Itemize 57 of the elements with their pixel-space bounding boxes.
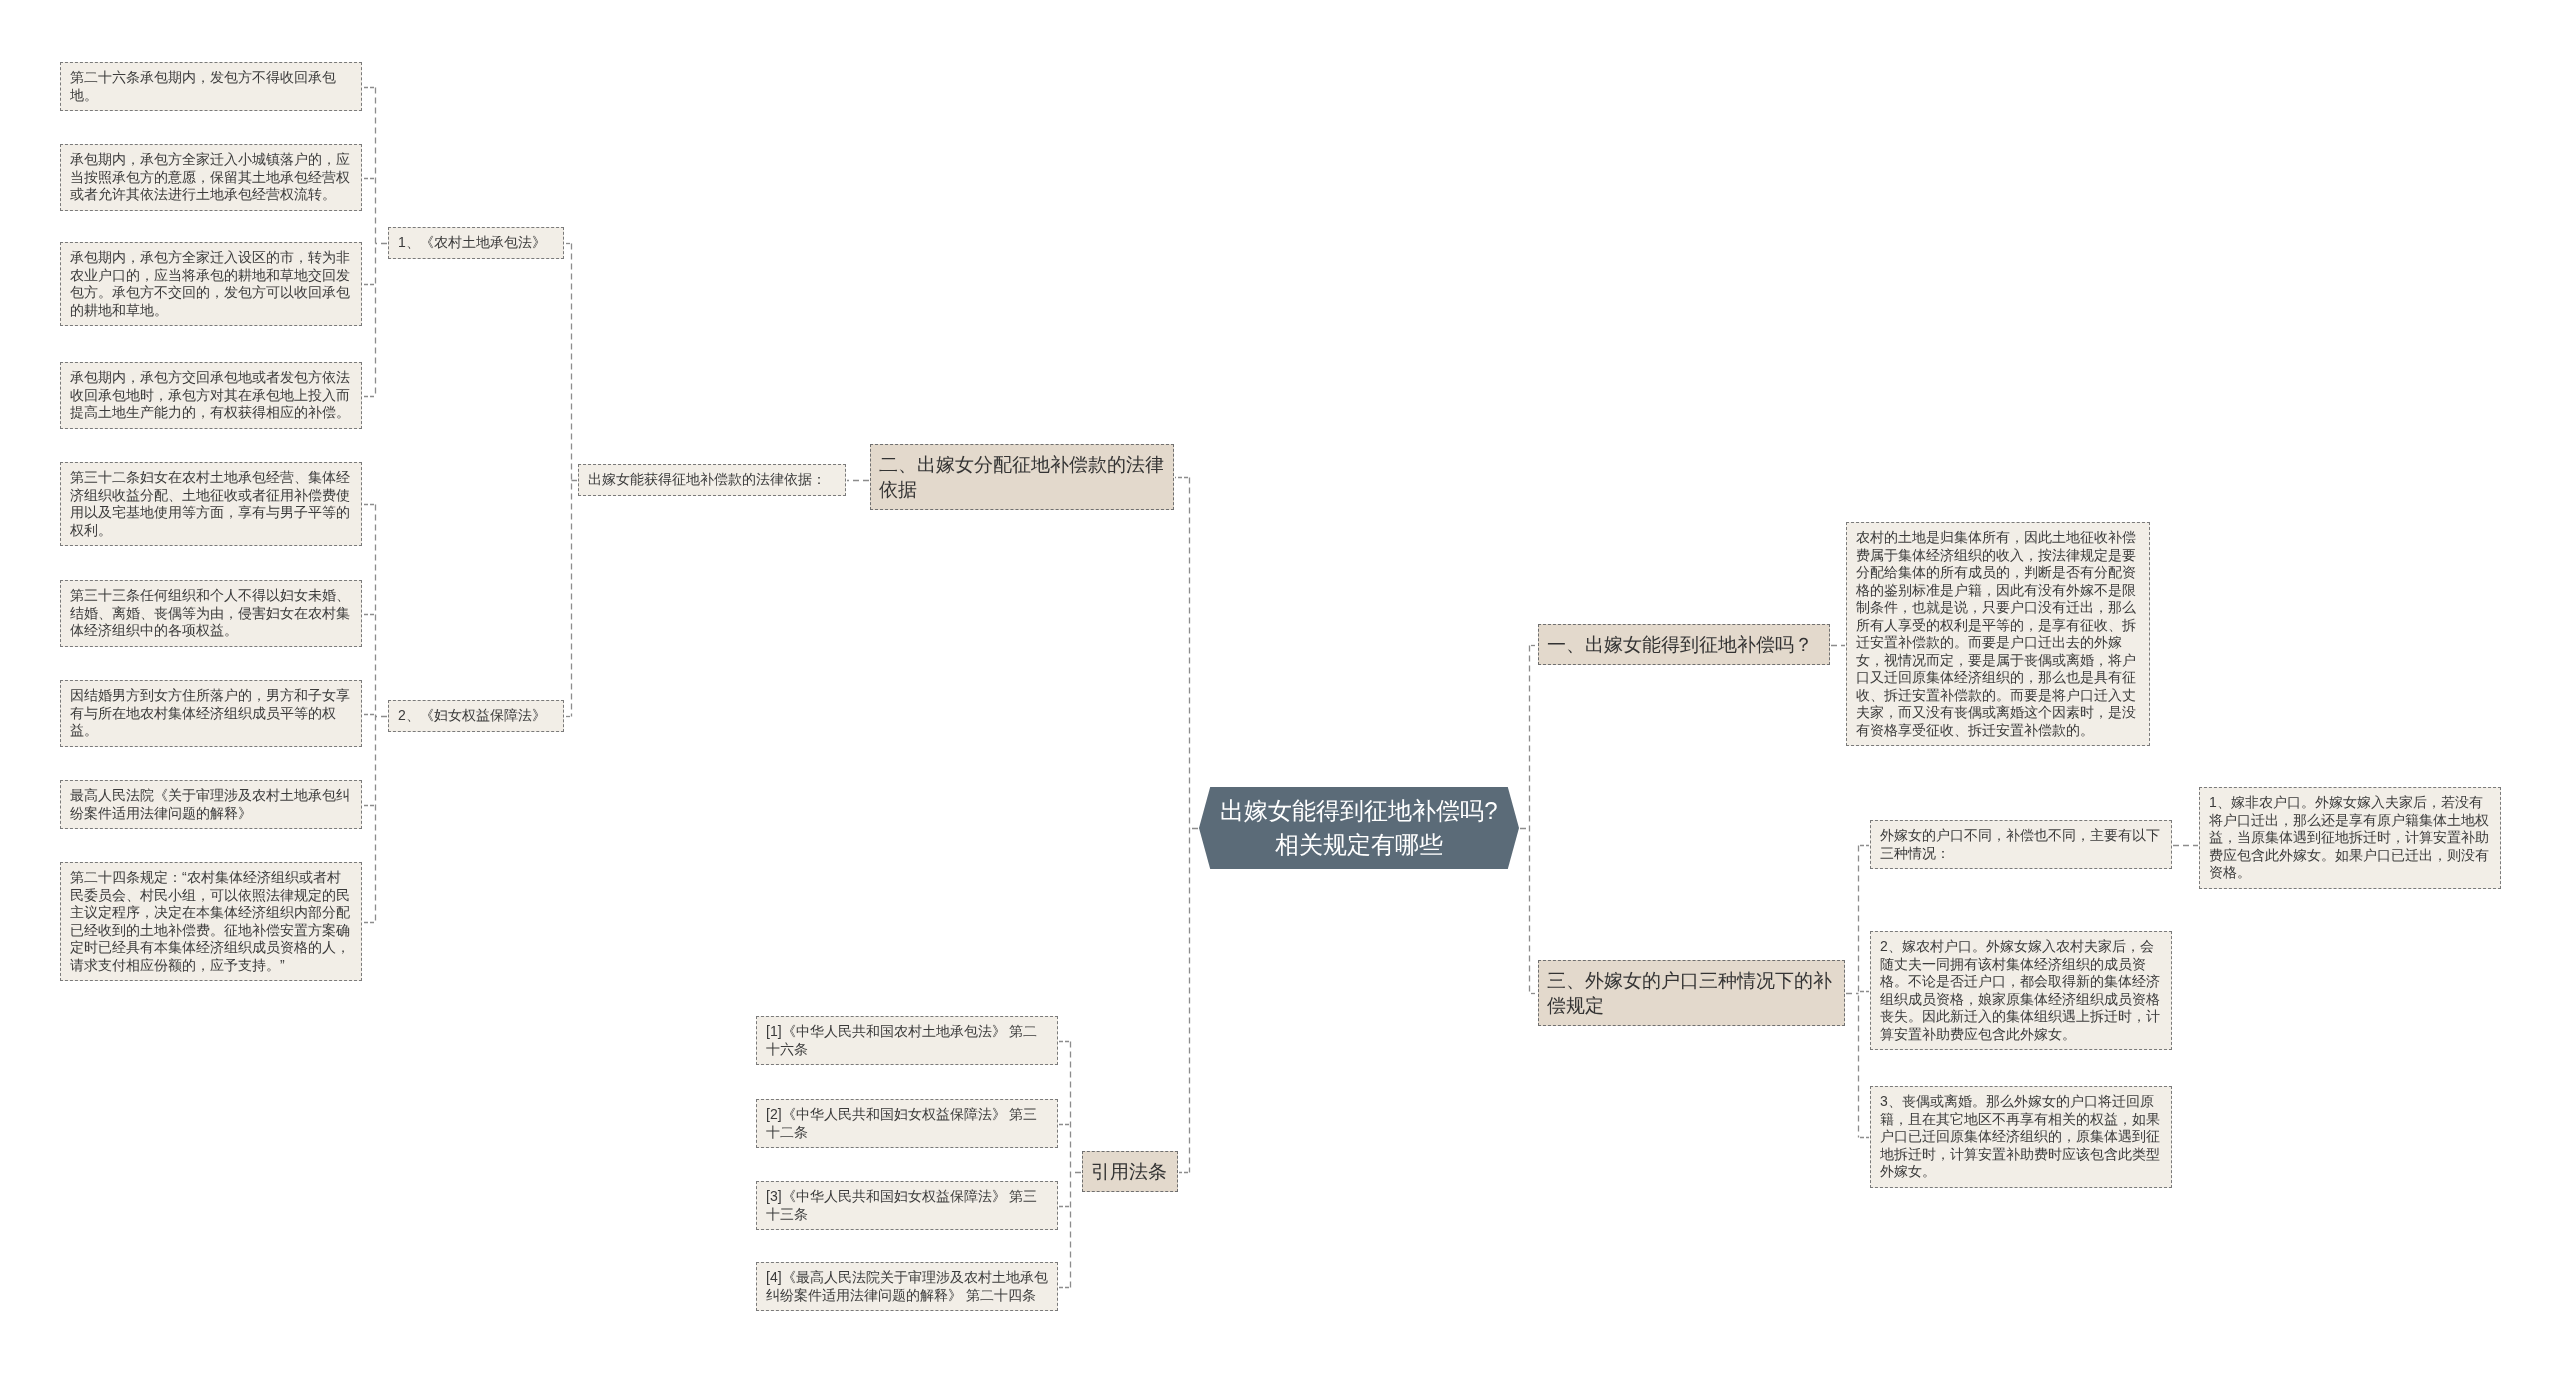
detail-note: 承包期内，承包方全家迁入小城镇落户的，应当按照承包方的意愿，保留其土地承包经营权或者允许其依法进行土地承包经营权流转。 [60,144,362,211]
branch-topic: 引用法条 [1082,1151,1178,1192]
detail-note: 承包期内，承包方交回承包地或者发包方依法收回承包地时，承包方对其在承包地上投入而提高土地生产能力的，有权获得相应的补偿。 [60,362,362,429]
detail-note: 1、嫁非农户口。外嫁女嫁入夫家后，若没有将户口迁出，那么还是享有原户籍集体土地权益，当原集体遇到征地拆迁时，计算安置补助费应包含此外嫁女。如果户口已迁出，则没有资格。 [2199,787,2501,889]
connector-line [1830,644,1846,647]
detail-note: 1、《农村土地承包法》 [388,227,564,259]
connector-line [1058,1205,1070,1208]
connector-line [374,503,388,924]
connector-line [1174,476,1189,479]
connector-line [362,86,375,89]
connector-line [564,242,571,245]
connector-line [1188,476,1199,1174]
detail-note: 承包期内，承包方全家迁入设区的市，转为非农业户口的，应当将承包的耕地和草地交回发包方。承包方不交回的，发包方可以收回承包的耕地和草地。 [60,242,362,326]
connector-line [1530,644,1538,647]
detail-note: 第三十三条任何组织和个人不得以妇女未婚、结婚、离婚、丧偶等为由，侵害妇女在农村集体经济组织中的各项权益。 [60,580,362,647]
detail-note: 因结婚男方到女方住所落户的，男方和子女享有与所在地农村集体经济组织成员平等的权益。 [60,680,362,747]
connector-line [1058,1123,1070,1126]
connector-line [1519,644,1531,995]
connector-line [846,479,870,482]
detail-note: 第二十六条承包期内，发包方不得收回承包地。 [60,62,362,111]
connector-line [1058,1040,1070,1043]
connector-line [2172,844,2199,847]
connector-line [1859,990,1870,993]
connector-line [1859,1136,1870,1139]
connector-line [362,283,375,286]
connector-line [362,503,375,506]
detail-note: [3]《中华人民共和国妇女权益保障法》 第三十三条 [756,1181,1058,1230]
connector-line [1069,1040,1082,1289]
connector-line [362,395,375,398]
detail-note: 出嫁女能获得征地补偿款的法律依据： [578,464,846,496]
central-topic-hexagon: 出嫁女能得到征地补偿吗?相关规定有哪些 [1199,787,1519,869]
connector-line [564,715,571,718]
connector-line [362,921,375,924]
detail-note: 3、丧偶或离婚。那么外嫁女的户口将迁回原籍，且在其它地区不再享有相关的权益，如果户口已迁回原集体经济组织的，原集体遇到征地拆迁时，计算安置补助费时应该包含此类型外嫁女。 [1870,1086,2172,1188]
detail-note: 2、嫁农村户口。外嫁女嫁入农村夫家后，会随丈夫一同拥有该村集体经济组织的成员资格。不论是否迁户口，都会取得新的集体经济组织成员资格，娘家原集体经济组织成员资格丧失。因此新迁入的集体组织遇上拆迁时，计算安置补助费应包含此外嫁女。 [1870,931,2172,1050]
connector-line [570,242,578,718]
connector-line [1058,1286,1070,1289]
detail-note: 农村的土地是归集体所有，因此土地征收补偿费属于集体经济组织的收入，按法律规定是要分配给集体的所有成员的，判断是否有分配资格的鉴别标准是户籍，因此有没有外嫁不是限制条件，也就是说，只要户口没有迁出，那么所有人享受的权利是平等的，是享有征收、拆迁安置补偿款的。而要是户口迁出去的外嫁女，视情况而定，要是属于丧偶或离婚，将户口又迁回原集体经济组织的，那么也是具有征收、拆迁安置补偿款的。而要是将户口迁入丈夫家，而又没有丧偶或离婚这个因素时，是没有资格享受征收、拆迁安置补偿款的。 [1846,522,2150,746]
branch-topic: 三、外嫁女的户口三种情况下的补偿规定 [1538,960,1845,1026]
connector-line [362,613,375,616]
detail-note: 2、《妇女权益保障法》 [388,700,564,732]
connector-line [362,177,375,180]
detail-note: [1]《中华人民共和国农村土地承包法》 第二十六条 [756,1016,1058,1065]
detail-note: [2]《中华人民共和国妇女权益保障法》 第三十二条 [756,1099,1058,1148]
connector-line [1530,992,1538,995]
connector-line [1859,844,1870,847]
detail-note: 外嫁女的户口不同，补偿也不同，主要有以下三种情况： [1870,820,2172,869]
detail-note: 第三十二条妇女在农村土地承包经营、集体经济组织收益分配、土地征收或者征用补偿费使用以及宅基地使用等方面，享有与男子平等的权利。 [60,462,362,546]
connector-line [362,713,375,716]
detail-note: 最高人民法院《关于审理涉及农村土地承包纠纷案件适用法律问题的解释》 [60,780,362,829]
connector-line [362,804,375,807]
branch-topic: 一、出嫁女能得到征地补偿吗？ [1538,624,1830,665]
detail-note: 第二十四条规定：“农村集体经济组织或者村民委员会、村民小组，可以依照法律规定的民主议定程序，决定在本集体经济组织内部分配已经收到的土地补偿费。征地补偿安置方案确定时已经具有本集体经济组织成员资格的人，请求支付相应份额的，应予支持。” [60,862,362,981]
connector-line [1845,844,1860,1139]
detail-note: [4]《最高人民法院关于审理涉及农村土地承包纠纷案件适用法律问题的解释》 第二十四条 [756,1262,1058,1311]
branch-topic: 二、出嫁女分配征地补偿款的法律依据 [870,444,1174,510]
connector-line [1178,1171,1189,1174]
